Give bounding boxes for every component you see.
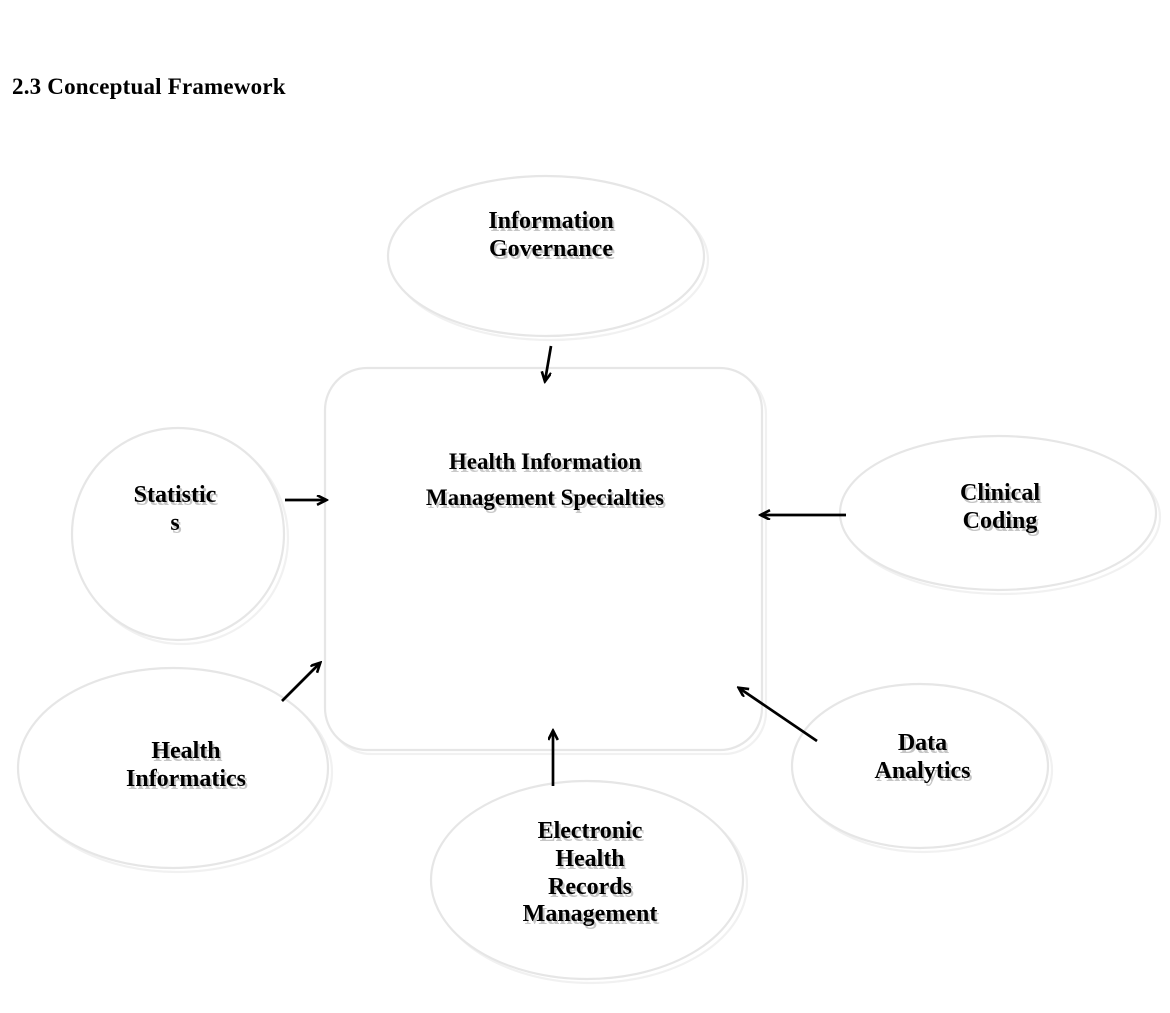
diagram-connectors [281, 345, 846, 786]
core-node-shape [323, 366, 764, 752]
node-label-health-informatics: Health Informatics [126, 738, 246, 792]
page-title: 2.3 Conceptual Framework [12, 74, 286, 99]
node-label-clinical-coding: Clinical Coding [959, 480, 1040, 534]
node-label-data-analytics: Data Analytics [874, 730, 971, 784]
node-label-statistics: Statistic s [133, 482, 217, 536]
arrow-information-governance-to-core [545, 345, 553, 381]
arrow-health-informatics-to-core [281, 663, 320, 702]
core-node-label: Health Information Management Specialtie… [425, 449, 665, 510]
node-label-electronic-health-records-management: Electronic Health Records Management [522, 818, 658, 928]
node-label-information-governance: Information Governance [488, 208, 614, 262]
